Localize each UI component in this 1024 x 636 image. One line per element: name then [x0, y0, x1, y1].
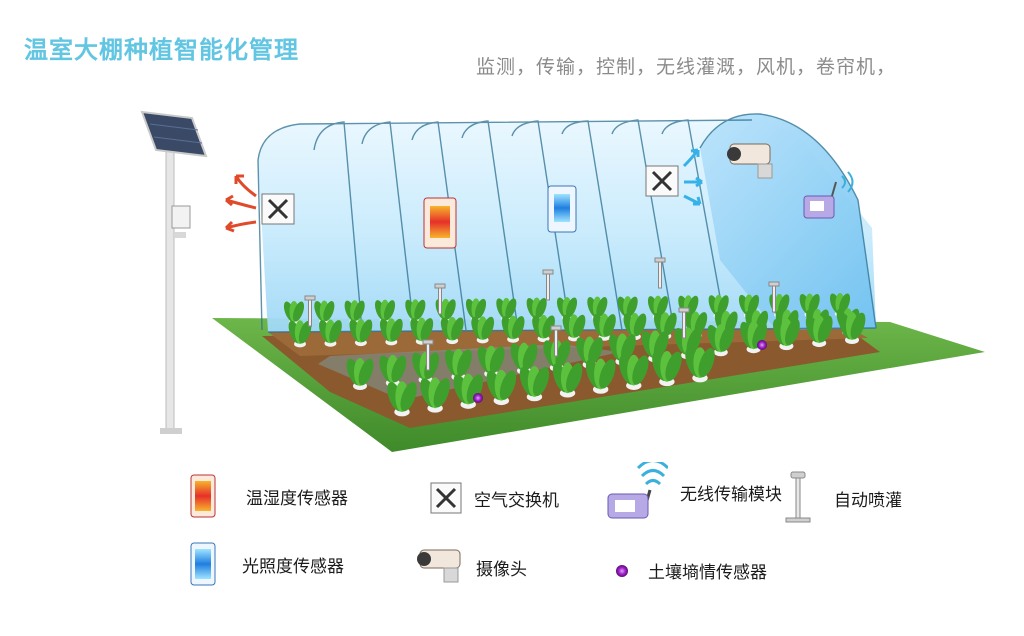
crop-plant [410, 317, 434, 345]
solar-monitoring-pole [140, 110, 208, 434]
legend-label: 土壤墒情传感器 [648, 563, 767, 583]
crop-plant [685, 347, 715, 383]
soil-sensor-icon [616, 564, 628, 577]
sprinkler-head [304, 295, 316, 327]
crop-plant [617, 296, 638, 321]
crop-plant [420, 377, 450, 413]
crop-plant [838, 312, 866, 344]
legend-label: 光照度传感器 [242, 556, 344, 577]
legend-soil-sensor: 土壤墒情传感器 [614, 558, 767, 583]
crop-plant [440, 316, 464, 345]
air-exchanger-icon [430, 482, 462, 514]
sprinkler-head [542, 269, 554, 301]
crop-plant [374, 299, 396, 324]
temp-humidity-sensor-mounted [423, 197, 457, 249]
crop-plant [349, 318, 373, 347]
crop-plant [453, 373, 483, 409]
crop-plants [283, 293, 866, 417]
crop-plant [619, 354, 649, 390]
crop-plant [773, 318, 800, 351]
crop-plant [623, 312, 647, 341]
crop-plant [653, 312, 677, 340]
wireless-module-mounted [803, 171, 854, 219]
sprinkler-head [434, 283, 446, 315]
wireless-module-icon [607, 462, 668, 519]
sprinkler-head [422, 339, 434, 371]
legend-auto-sprinkler: 自动喷灌 [784, 470, 902, 526]
camera-mounted [727, 143, 773, 179]
sprinkler-icon [785, 471, 811, 523]
greenhouse-end-wall [700, 113, 876, 330]
soil-sensor-dot [473, 393, 483, 403]
crop-plant [805, 315, 833, 348]
sprinkler-heads [304, 257, 780, 371]
exhaust-fan-right [645, 165, 679, 197]
crop-plant [445, 348, 472, 381]
legend-label: 自动喷灌 [834, 490, 902, 511]
page-title: 温室大棚种植智能化管理 [24, 36, 299, 64]
sprinkler-head [768, 281, 780, 313]
legend-label: 摄像头 [476, 559, 527, 580]
legend-wireless-module: 无线传输模块 [606, 462, 782, 522]
sprinkler-head [550, 325, 562, 357]
crop-plant [562, 314, 586, 342]
crop-plant [471, 316, 495, 344]
crop-plant [346, 358, 374, 390]
crop-plant [283, 301, 305, 325]
exhaust-fan-left [261, 193, 295, 225]
crop-plant [552, 362, 583, 398]
airflow-arrows-out [224, 174, 257, 233]
legend-label: 无线传输模块 [680, 484, 782, 505]
soil-sensor-dot [757, 340, 767, 350]
crop-plant [486, 369, 517, 406]
crop-plant [319, 319, 342, 347]
crop-plant [707, 324, 735, 357]
light-sensor-mounted [547, 185, 577, 233]
camera-icon [417, 549, 461, 583]
legend-label: 空气交换机 [474, 490, 559, 511]
crop-plant [501, 315, 525, 343]
crop-plant [379, 354, 407, 387]
crop-plant [314, 300, 335, 325]
legend-temp-humidity-sensor: 温湿度传感器 [190, 474, 348, 518]
crop-plant [387, 381, 417, 417]
legend-air-exchanger: 空气交换机 [430, 482, 559, 514]
temp-humidity-sensor-icon [190, 474, 216, 518]
crop-plant [532, 314, 555, 343]
crop-plant [740, 321, 767, 354]
crop-plant [379, 318, 403, 346]
sprinkler-head [654, 257, 666, 289]
airflow-arrows-in [682, 148, 703, 206]
light-sensor-icon [190, 542, 216, 586]
legend-label: 温湿度传感器 [246, 488, 348, 509]
sprinkler-head [678, 307, 690, 339]
crop-plant [477, 345, 505, 378]
legend-camera: 摄像头 [414, 548, 527, 586]
crop-plant [585, 358, 616, 394]
page-subtitle: 监测，传输，控制，无线灌溉，风机，卷帘机， [476, 56, 897, 78]
crop-plant [593, 313, 616, 341]
crop-plant [799, 293, 820, 318]
crop-plant [652, 350, 682, 387]
legend-light-sensor: 光照度传感器 [190, 542, 344, 586]
crop-plant [519, 366, 550, 402]
crop-plant [576, 336, 603, 369]
